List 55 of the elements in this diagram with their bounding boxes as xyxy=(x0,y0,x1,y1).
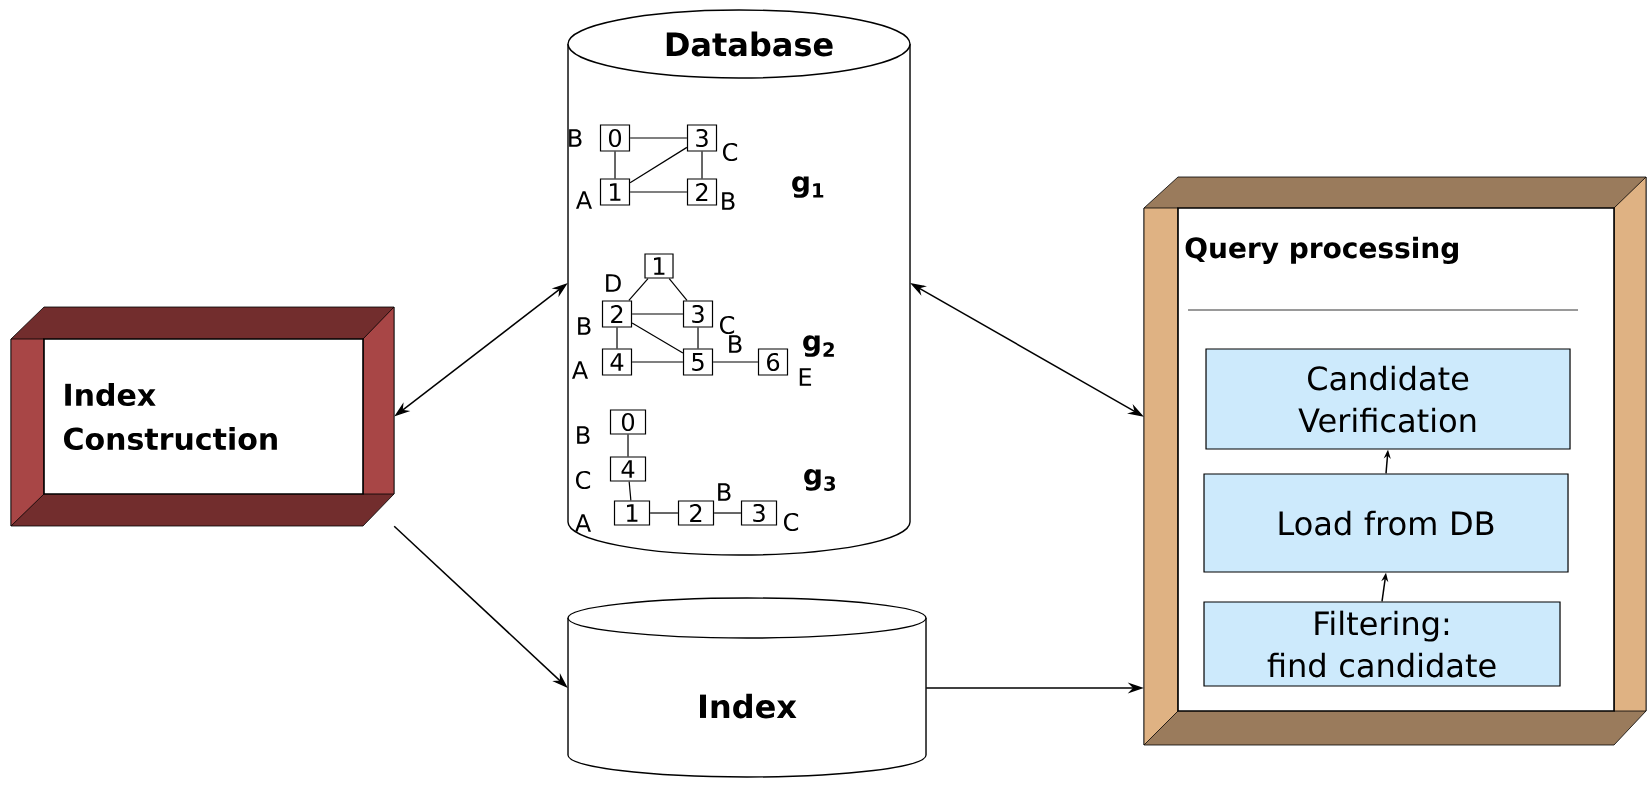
graph-edge xyxy=(668,278,688,301)
graph-label: g$_{3}$ xyxy=(804,469,836,491)
graph-edge xyxy=(614,151,616,179)
vertex-label: E xyxy=(799,368,812,386)
vertex-label: C xyxy=(784,512,799,532)
graph-vertex: 2 xyxy=(601,300,633,328)
graph-edge xyxy=(627,434,629,457)
vertex-label: A xyxy=(572,361,588,379)
graph-edge xyxy=(629,146,688,184)
vertex-label: B xyxy=(718,483,731,501)
graph-vertex: 2 xyxy=(677,500,715,526)
graph-vertex: 1 xyxy=(613,500,651,526)
process-box: Candidate Verification xyxy=(1205,348,1571,450)
graph-edge xyxy=(628,278,649,301)
graph-edge xyxy=(628,481,632,501)
graph-vertex: 3 xyxy=(686,124,718,152)
index-cylinder: Index xyxy=(567,597,927,778)
vertex-label: A xyxy=(576,191,592,209)
vertex-label: B xyxy=(578,317,591,335)
graph-edge xyxy=(631,361,684,363)
vertex-label: C xyxy=(576,470,591,490)
graph-label: g$_{2}$ xyxy=(803,335,834,357)
graph-vertex: 3 xyxy=(682,300,714,328)
graph-label: g$_{1}$ xyxy=(792,176,824,198)
graph-edge xyxy=(701,151,703,179)
graph-vertex: 3 xyxy=(740,500,778,526)
graph-vertex: 1 xyxy=(599,178,631,206)
graph-edge xyxy=(629,137,688,139)
graph-edge xyxy=(649,512,679,514)
graph-edge xyxy=(697,327,699,349)
vertex-label: A xyxy=(575,514,591,532)
process-box: Filtering: find candidate xyxy=(1203,601,1561,687)
graph-vertex: 1 xyxy=(644,253,674,279)
graph-vertex: 6 xyxy=(757,348,789,376)
index-construction-box: Index Construction xyxy=(10,306,395,527)
graph-vertex: 4 xyxy=(609,456,647,482)
vertex-label: C xyxy=(723,142,738,162)
graph-edge xyxy=(713,512,742,514)
graph-vertex: 4 xyxy=(601,348,633,376)
vertex-label: B xyxy=(577,426,590,444)
vertex-label: B xyxy=(722,192,735,210)
graph-vertex: 5 xyxy=(682,348,714,376)
graph-edge xyxy=(631,313,684,315)
graph-vertex: 2 xyxy=(686,178,718,206)
graph-edge xyxy=(631,322,684,354)
vertex-label: D xyxy=(606,274,621,292)
graph-edge xyxy=(629,191,688,193)
vertex-label: C xyxy=(720,315,735,335)
graph-vertex: 0 xyxy=(599,124,631,152)
vertex-label: B xyxy=(569,129,582,147)
process-box: Load from DB xyxy=(1203,473,1569,573)
graph-edge xyxy=(616,327,618,349)
vertex-label: B xyxy=(729,335,742,353)
graph-vertex: 0 xyxy=(609,409,647,435)
graph-edge xyxy=(712,361,759,363)
